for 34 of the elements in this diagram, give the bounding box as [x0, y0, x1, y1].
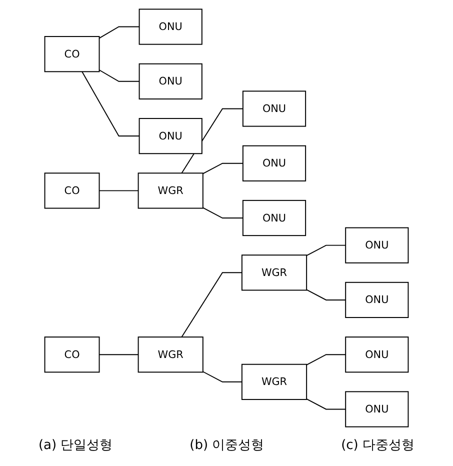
node-box [345, 282, 409, 318]
connector [181, 272, 242, 338]
network-diagram: CO ONU ONU ONU CO WGR ONU ONU ONU CO WGR WGR WGR ONU ONU ONU ONU [0, 4, 453, 432]
node-box [44, 172, 100, 209]
node-box [138, 63, 202, 100]
panel-caption: (b) 이중성형 [190, 437, 264, 454]
connector [98, 354, 139, 356]
connector [306, 244, 346, 256]
node-box [242, 200, 306, 236]
connector [306, 398, 346, 410]
connector [202, 207, 244, 218]
panel-caption: (a) 단일성형 [38, 437, 113, 454]
connector [98, 26, 140, 39]
connector [82, 71, 140, 137]
connector [98, 70, 140, 82]
node-box [345, 391, 409, 428]
node-box [345, 227, 409, 264]
node-box [345, 336, 409, 373]
panel-caption: (c) 다중성형 [341, 437, 415, 454]
connector [306, 354, 346, 366]
node-box [138, 336, 204, 373]
node-box [138, 118, 202, 154]
node-box [44, 36, 100, 72]
connector [202, 371, 242, 382]
connector [98, 190, 139, 192]
connector [202, 162, 244, 174]
node-box [241, 364, 308, 400]
node-box [44, 336, 100, 373]
node-box [242, 145, 306, 182]
node-box [241, 254, 308, 291]
node-box [242, 90, 306, 127]
node-box [138, 8, 202, 45]
node-box [138, 172, 204, 209]
connector [306, 289, 346, 300]
